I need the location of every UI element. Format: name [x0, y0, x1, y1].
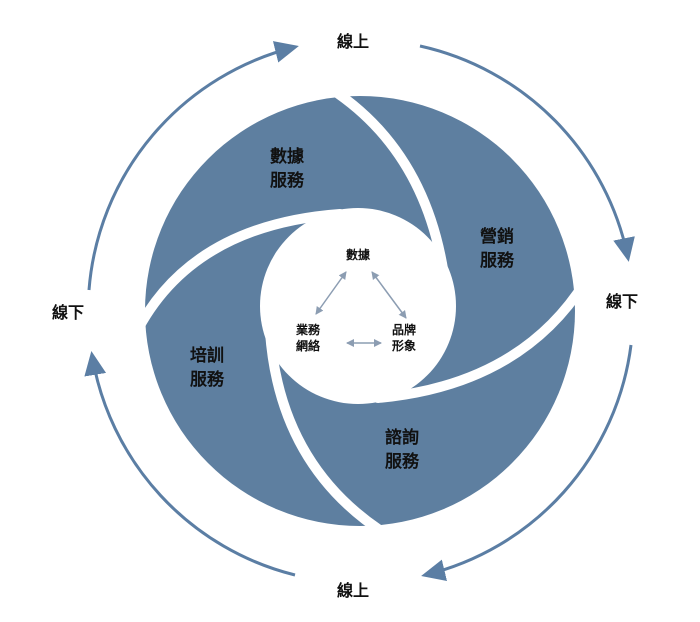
label-offline-left: 線下 [52, 303, 84, 322]
blade-marketing-service: 營銷 服務 [480, 226, 515, 271]
blade-training-service: 培訓 服務 [190, 345, 225, 390]
arc-arrow-right-to-bottom [421, 344, 633, 581]
label-online-bottom: 線上 [337, 581, 369, 600]
double-arrow-data-brand [371, 271, 407, 319]
blade-consulting-service: 諮詢 服務 [385, 427, 420, 472]
service-wheel [130, 80, 590, 543]
blade-label: 營銷 [480, 226, 514, 247]
blade-label: 服務 [385, 451, 420, 472]
center-label-business-network: 業務 [295, 322, 321, 337]
label-online-top: 線上 [337, 32, 369, 51]
arc-arrow-bottom-to-left [84, 351, 296, 577]
blade-label: 數據 [270, 146, 305, 167]
outer-cycle-arrows [84, 41, 635, 581]
double-arrow-data-business [315, 271, 347, 315]
blade-label: 服務 [190, 369, 225, 390]
arc-arrow-left-to-top [87, 41, 299, 291]
blade-label: 服務 [270, 170, 305, 191]
wheel-center [260, 208, 456, 404]
label-offline-right: 線下 [606, 292, 638, 311]
arc-arrow-top-to-right [419, 44, 635, 262]
center-triangle: 數據 業務 網絡 品牌 形象 [295, 247, 416, 353]
center-label-brand-image: 品牌 [392, 322, 416, 337]
center-label-brand-image: 形象 [392, 338, 416, 353]
center-label-data: 數據 [346, 247, 371, 262]
blade-label: 諮詢 [385, 427, 419, 448]
blade-data-service: 數據 服務 [270, 146, 305, 191]
blade-label: 服務 [480, 250, 515, 271]
center-label-business-network: 網絡 [296, 338, 321, 353]
blade-label: 培訓 [190, 345, 224, 366]
